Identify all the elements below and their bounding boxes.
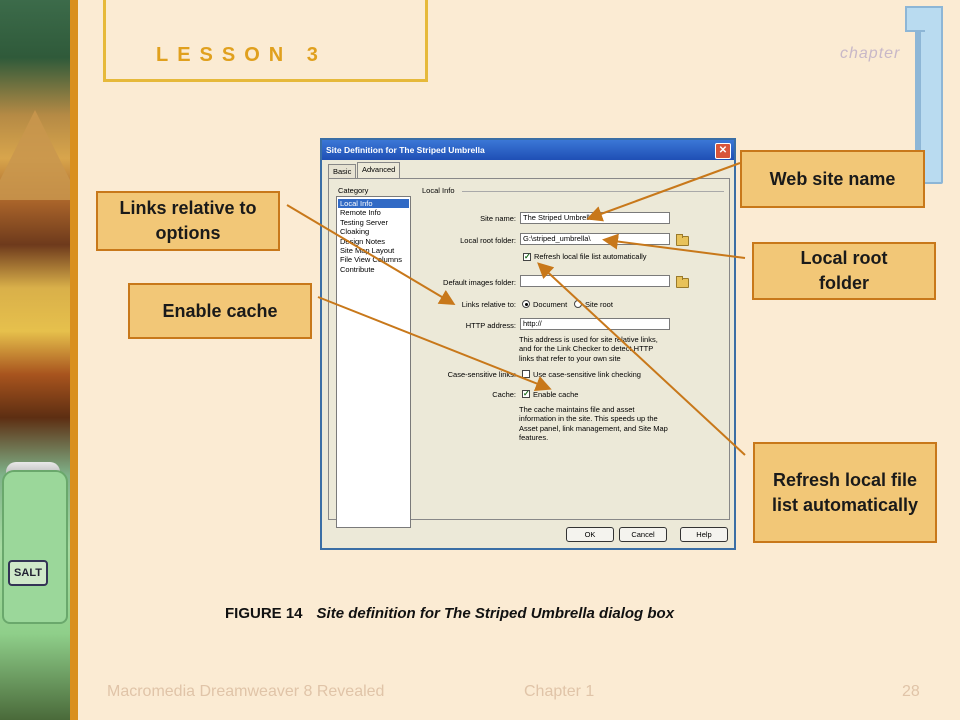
enable-cache-checkbox[interactable]: ✓ (522, 389, 530, 398)
arrow-refresh (537, 262, 746, 456)
refresh-checkbox[interactable]: ✓ (523, 252, 531, 261)
pyramid-graphic (0, 110, 70, 200)
radio-document-label: Document (533, 300, 568, 309)
site-definition-dialog: Site Definition for The Striped Umbrella… (320, 138, 736, 550)
http-address-note: This address is used for site relative l… (519, 335, 658, 363)
lesson-frame (103, 0, 428, 82)
callout-links-relative: Links relative to options (96, 191, 280, 251)
cancel-button[interactable]: Cancel (619, 527, 667, 542)
case-sensitive-checkbox-label: Use case-sensitive link checking (533, 370, 641, 379)
local-root-label: Local root folder: (460, 236, 516, 245)
figure-number: FIGURE 14 (225, 605, 303, 622)
category-item-design-notes[interactable]: Design Notes (340, 236, 386, 246)
help-button[interactable]: Help (680, 527, 728, 542)
dialog-title-bar: Site Definition for The Striped Umbrella (322, 140, 734, 160)
category-label: Category (338, 186, 369, 195)
category-item-site-map-layout[interactable]: Site Map Layout (340, 245, 395, 255)
decorative-photo-strip: SALT (0, 0, 70, 720)
folder-icon[interactable] (676, 234, 689, 246)
tab-basic[interactable]: Basic (328, 164, 357, 178)
default-images-label: Default images folder: (443, 278, 516, 287)
salt-label-graphic: SALT (8, 560, 48, 586)
category-item-remote-info[interactable]: Remote Info (340, 208, 381, 218)
category-item-testing-server[interactable]: Testing Server (340, 217, 388, 227)
radio-document[interactable] (522, 300, 530, 308)
orange-divider-bar (70, 0, 78, 720)
footer-book-title: Macromedia Dreamweaver 8 Revealed (107, 683, 385, 700)
chapter-label: chapter (840, 45, 901, 62)
callout-enable-cache: Enable cache (128, 283, 312, 339)
case-sensitive-checkbox[interactable] (522, 370, 530, 378)
section-title: Local Info (422, 186, 455, 195)
category-item-cloaking[interactable]: Cloaking (340, 227, 370, 237)
arrow-web-site-name (586, 162, 741, 222)
figure-description: Site definition for The Striped Umbrella… (316, 605, 675, 622)
site-name-label: Site name: (480, 214, 516, 223)
links-relative-label: Links relative to: (461, 300, 516, 309)
ok-button[interactable]: OK (566, 527, 614, 542)
case-sensitive-label: Case-sensitive links: (447, 370, 516, 379)
category-item-local-info[interactable]: Local Info (338, 199, 409, 209)
arrow-enable-cache (317, 296, 552, 392)
category-item-contribute[interactable]: Contribute (340, 264, 375, 274)
refresh-checkbox-label: Refresh local file list automatically (534, 252, 647, 261)
http-address-input[interactable]: http:// (520, 318, 670, 330)
callout-refresh: Refresh local file list automatically (753, 442, 937, 543)
cache-label: Cache: (492, 390, 516, 399)
callout-local-root: Local root folder (752, 242, 936, 300)
category-item-file-view-columns[interactable]: File View Columns (340, 255, 402, 265)
section-divider (462, 191, 724, 192)
enable-cache-checkbox-label: Enable cache (533, 390, 579, 399)
tab-panel (328, 178, 730, 520)
footer-chapter: Chapter 1 (524, 683, 595, 700)
http-address-label: HTTP address: (465, 321, 516, 330)
category-list[interactable]: Local Info Remote Info Testing Server Cl… (336, 196, 411, 528)
chapter-number-graphic (905, 6, 943, 184)
tab-advanced[interactable]: Advanced (357, 162, 401, 179)
arrow-links-relative (286, 204, 456, 306)
folder-icon[interactable] (676, 276, 689, 288)
arrow-local-root (602, 233, 746, 259)
callout-web-site-name: Web site name (740, 150, 925, 208)
footer-page-number: 28 (902, 683, 920, 700)
radio-site-root-label: Site root (585, 300, 613, 309)
lesson-title: LESSON 3 (156, 44, 327, 66)
dialog-title: Site Definition for The Striped Umbrella (326, 145, 485, 155)
cache-note: The cache maintains file and asset infor… (519, 405, 668, 442)
figure-caption: FIGURE 14 Site definition for The Striped… (225, 605, 674, 622)
close-icon[interactable]: ✕ (715, 143, 731, 159)
salt-shaker-graphic (2, 470, 68, 624)
local-root-input[interactable]: G:\striped_umbrella\ (520, 233, 670, 245)
default-images-input[interactable] (520, 275, 670, 287)
